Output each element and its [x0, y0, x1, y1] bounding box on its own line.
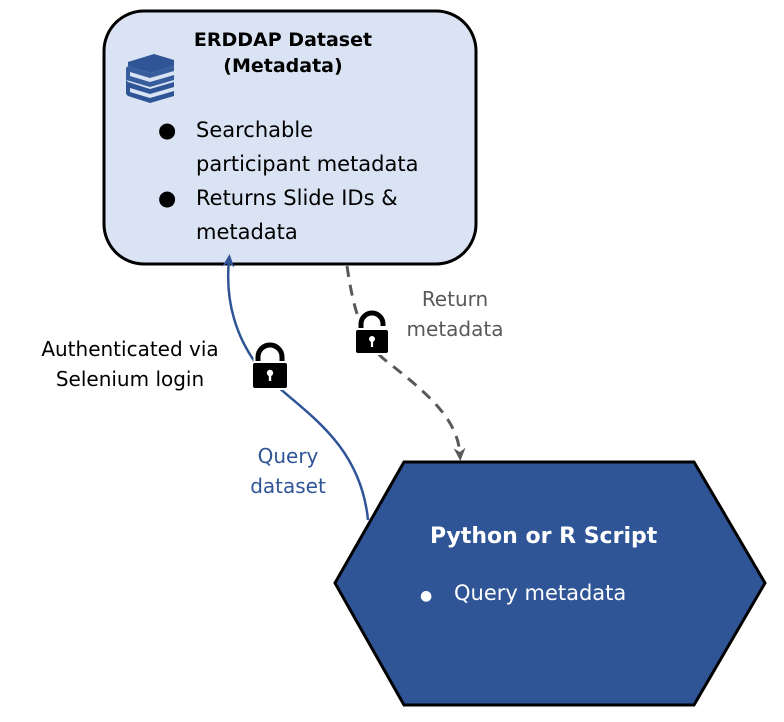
books-stack-icon [126, 54, 174, 103]
authentication-annotation: Authenticated via Selenium login [24, 334, 236, 394]
erddap-dataset-box [102, 9, 478, 266]
bullet-icon: ● [420, 588, 433, 604]
dataset-bullet-list: ● Searchable participant metadata ● Retu… [158, 113, 418, 249]
bullet-text-line1: Returns Slide IDs & [196, 186, 398, 210]
query-label-line2: dataset [250, 474, 326, 498]
unlocked-padlock-icon [354, 308, 390, 355]
dataset-title-line1: ERDDAP Dataset [193, 29, 373, 51]
locked-padlock-icon [251, 340, 289, 390]
script-bullet-text: Query metadata [454, 581, 627, 605]
python-r-script-node [333, 460, 767, 707]
bullet-text-line1: Searchable [196, 118, 314, 142]
bullet-icon: ● [158, 118, 177, 142]
return-metadata-arrow [345, 265, 466, 461]
script-title: Python or R Script [430, 524, 658, 549]
script-bullet-item: ● Query metadata [420, 581, 626, 611]
dataset-title-line2: (Metadata) [223, 55, 343, 77]
bullet-icon: ● [158, 186, 177, 210]
return-label-line2: metadata [406, 317, 504, 341]
bullet-text-line2: metadata [196, 220, 298, 244]
dataset-bullet-item: ● Searchable participant metadata [158, 113, 418, 181]
bullet-text-line2: participant metadata [196, 152, 419, 176]
dataset-bullet-item: ● Returns Slide IDs & metadata [158, 181, 418, 249]
dataset-title: ERDDAP Dataset (Metadata) [188, 27, 378, 79]
query-label-line1: Query [257, 444, 319, 468]
query-dataset-label: Query dataset [238, 441, 338, 501]
return-metadata-label: Return metadata [395, 284, 515, 344]
auth-annotation-line2: Selenium login [55, 367, 205, 391]
auth-annotation-line1: Authenticated via [41, 337, 219, 361]
return-label-line1: Return [421, 287, 489, 311]
